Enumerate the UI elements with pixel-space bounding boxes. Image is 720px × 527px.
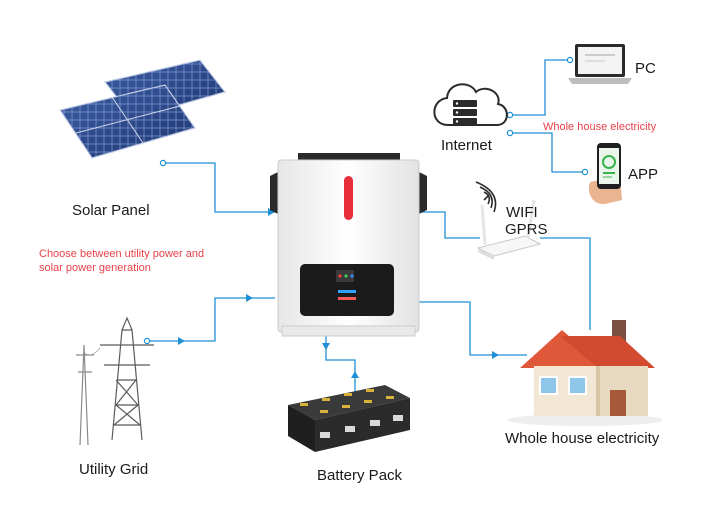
node-app — [581, 168, 589, 176]
wifi-label: WIFI — [506, 204, 538, 221]
line-inverter-to-battery — [325, 332, 356, 392]
node-grid — [143, 337, 151, 345]
smartphone-icon — [588, 143, 622, 205]
internet-label: Internet — [441, 137, 492, 154]
whole-house-label: Whole house electricity — [505, 430, 660, 447]
line-arrows — [178, 208, 499, 378]
power-tower-icon — [76, 316, 154, 446]
solar-panel-label: Solar Panel — [72, 202, 150, 219]
arrow-house — [492, 351, 499, 359]
arrow-solar — [268, 208, 275, 216]
choose-power-note: Choose between utility power and solar p… — [39, 248, 205, 274]
solar-panel-icon — [59, 59, 227, 159]
node-pc — [566, 56, 574, 64]
node-solar — [159, 159, 167, 167]
cloud-server-icon — [433, 83, 508, 126]
house-icon — [507, 320, 663, 426]
line-inverter-to-house — [418, 301, 527, 356]
line-solar-to-inverter — [163, 162, 275, 213]
router-icon — [476, 199, 542, 260]
laptop-icon — [568, 44, 632, 84]
app-label: APP — [628, 166, 659, 183]
node-internet-b — [506, 129, 514, 137]
inverter-icon — [270, 153, 427, 337]
arrow-grid-a — [178, 337, 185, 345]
node-internet-a — [506, 111, 514, 119]
battery-icon — [288, 385, 410, 452]
gprs-label: GPRS — [505, 221, 548, 238]
arrow-battery-up — [351, 371, 359, 378]
arrow-battery-down — [322, 343, 330, 350]
pc-label: PC — [635, 60, 656, 77]
arrow-grid-b — [246, 294, 253, 302]
line-internet-to-app — [510, 132, 585, 173]
wifi-signal-icon — [475, 181, 497, 213]
line-inverter-to-router — [418, 211, 480, 239]
house-electricity-note: Whole house electricity — [543, 121, 657, 133]
battery-pack-label: Battery Pack — [317, 467, 403, 484]
utility-grid-label: Utility Grid — [79, 461, 149, 478]
line-internet-to-pc — [510, 59, 570, 116]
line-router-to-house — [540, 237, 591, 330]
line-grid-to-inverter — [147, 297, 275, 342]
